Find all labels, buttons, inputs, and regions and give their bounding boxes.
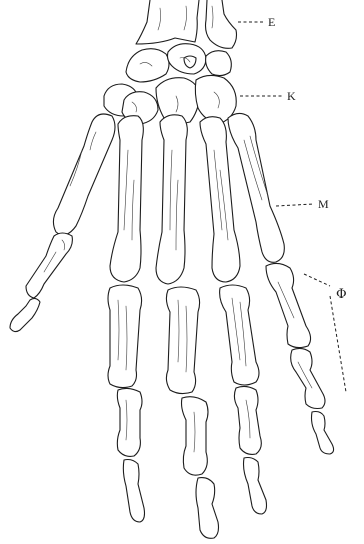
label-M: M	[318, 197, 329, 211]
carpal-bones	[104, 44, 236, 124]
thumb-bones	[10, 114, 115, 332]
radius-distal-end	[136, 0, 199, 44]
forearm-bones	[136, 0, 237, 48]
middle-proximal-phalanx	[166, 287, 199, 394]
label-K: K	[287, 89, 296, 103]
label-E: E	[268, 15, 275, 29]
thumb-proximal-phalanx	[26, 233, 72, 298]
thumb-distal-phalanx	[10, 298, 40, 331]
label-E-group: E	[238, 15, 275, 29]
carpal-triquetrum	[206, 51, 232, 76]
middle-metacarpal	[156, 115, 187, 284]
leader-line-M	[276, 204, 314, 206]
label-M-group: M	[276, 197, 329, 211]
middle-distal-phalanx	[196, 478, 219, 539]
ring-distal-phalanx	[244, 458, 267, 515]
label-K-group: K	[240, 89, 296, 103]
thumb-metacarpal	[53, 114, 115, 235]
little-middle-phalanx	[291, 348, 325, 408]
ring-middle-phalanx	[234, 386, 261, 454]
little-distal-phalanx	[312, 412, 334, 455]
index-metacarpal	[110, 116, 143, 282]
index-proximal-phalanx	[108, 285, 142, 388]
carpal-scaphoid	[126, 49, 169, 82]
label-phi: Φ	[336, 287, 347, 302]
index-finger-bones	[108, 116, 145, 522]
index-distal-phalanx	[123, 460, 144, 523]
ring-proximal-phalanx	[220, 285, 259, 385]
ulna-distal-end	[206, 0, 237, 48]
leader-line-phi-upper	[304, 274, 330, 286]
leader-line-phi-lower	[330, 296, 346, 392]
index-middle-phalanx	[117, 388, 142, 456]
